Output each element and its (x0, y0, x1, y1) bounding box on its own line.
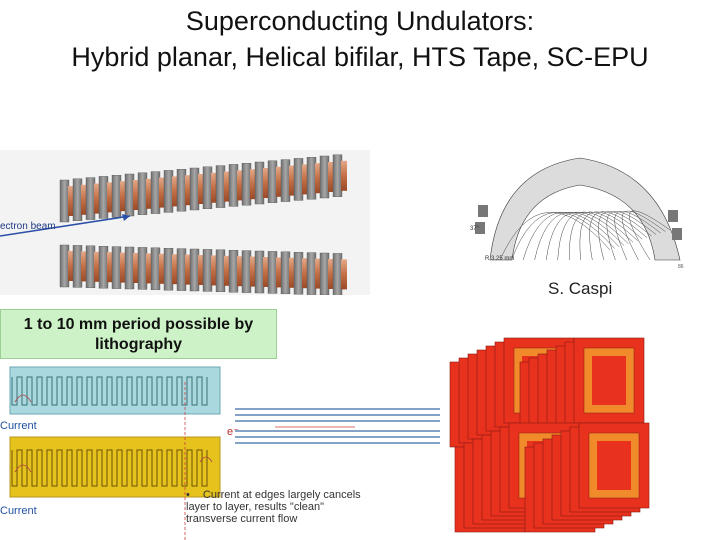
lithography-callout: 1 to 10 mm period possible by lithograph… (0, 309, 277, 359)
svg-text:86: 86 (678, 264, 684, 270)
title-block: Superconducting Undulators: Hybrid plana… (0, 0, 720, 90)
helical-bifilar-undulator-image: 37° R 3.25 mm 86 (460, 150, 692, 275)
note-text: Current at edges largely cancels layer t… (186, 489, 361, 525)
slide-title-line-1: Superconducting Undulators: (0, 6, 720, 37)
electron-beam-lines (235, 407, 440, 447)
svg-text:R 3.25 mm: R 3.25 mm (485, 256, 514, 262)
slide-title-line-2: Hybrid planar, Helical bifilar, HTS Tape… (0, 42, 720, 73)
sc-epu-coil-image (440, 322, 720, 540)
bullet: • (186, 489, 190, 501)
current-cancellation-note: • Current at edges largely cancels layer… (186, 489, 376, 525)
electron-beam-label: ectron beam (0, 221, 56, 232)
electron-symbol: e⁻ (227, 425, 239, 438)
svg-text:37°: 37° (470, 226, 480, 232)
author-credit: S. Caspi (548, 279, 612, 299)
current-label-bottom: Current (0, 505, 37, 517)
current-label-top: Current (0, 420, 37, 432)
